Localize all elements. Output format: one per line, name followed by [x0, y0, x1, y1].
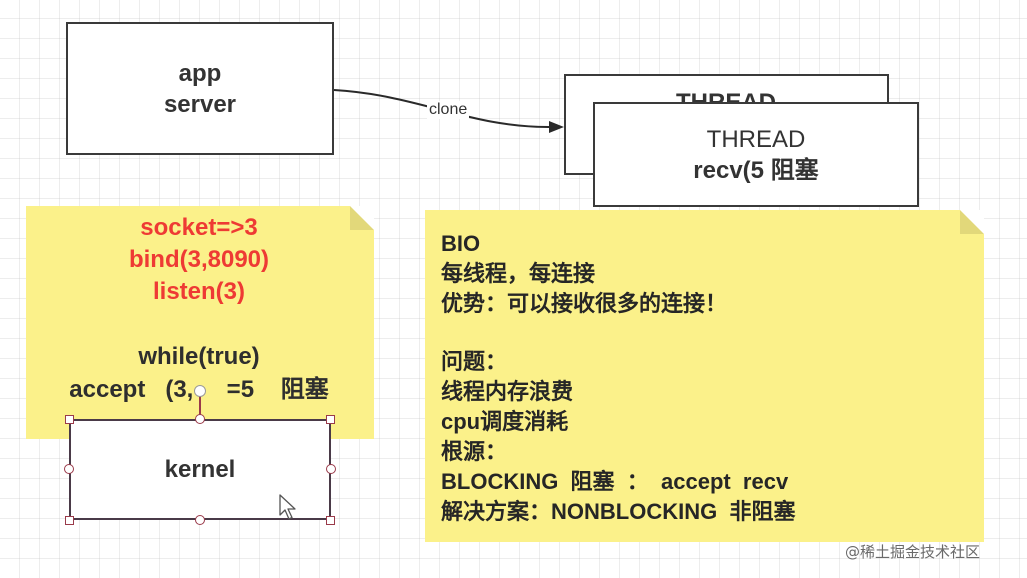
resize-handle-top-left[interactable]	[65, 415, 74, 424]
bio-memory-waste: 线程内存浪费	[441, 379, 574, 404]
bio-per-thread: 每线程，每连接	[441, 261, 596, 286]
resize-handle-bottom[interactable]	[195, 515, 205, 525]
resize-handle-top[interactable]	[195, 414, 205, 424]
resize-handle-bottom-left[interactable]	[65, 516, 74, 525]
thread-back-title: THREAD	[676, 91, 776, 102]
right-sticky-note	[425, 210, 984, 542]
app-server-line2: server	[163, 90, 237, 118]
code-accept: accept (3, =5 阻塞	[69, 376, 329, 403]
app-server-line1: app	[178, 59, 222, 87]
bio-root-heading: 根源：	[441, 439, 508, 464]
rotation-stem	[199, 395, 201, 419]
mouse-cursor-icon	[279, 494, 296, 520]
resize-handle-left[interactable]	[64, 464, 74, 474]
clone-arrowhead	[549, 121, 564, 133]
clone-label: clone	[427, 101, 470, 119]
bio-problem-heading: 问题：	[441, 349, 508, 374]
bio-cpu-cost: cpu调度消耗	[441, 409, 569, 434]
bio-blocking: BLOCKING 阻塞 ： accept recv	[441, 469, 789, 494]
resize-handle-top-right[interactable]	[326, 415, 335, 424]
rotate-handle[interactable]	[194, 385, 206, 397]
code-listen: listen(3)	[152, 278, 245, 305]
code-while: while(true)	[138, 343, 260, 370]
resize-handle-bottom-right[interactable]	[326, 516, 335, 525]
thread-front-box: THREAD recv(5 阻塞	[593, 102, 919, 207]
kernel-label: kernel	[164, 455, 236, 483]
app-server-box: app server	[66, 22, 334, 155]
thread-front-title: THREAD	[706, 125, 806, 153]
bio-title: BIO	[441, 231, 481, 256]
bio-advantage: 优势：可以接收很多的连接！	[441, 291, 728, 316]
code-bind: bind(3,8090)	[128, 246, 270, 273]
watermark: @稀土掘金技术社区	[845, 543, 981, 561]
bio-solution: 解决方案：NONBLOCKING 非阻塞	[441, 499, 796, 524]
code-socket: socket=>3	[140, 214, 258, 241]
resize-handle-right[interactable]	[326, 464, 336, 474]
thread-recv-label: recv(5 阻塞	[693, 156, 819, 184]
